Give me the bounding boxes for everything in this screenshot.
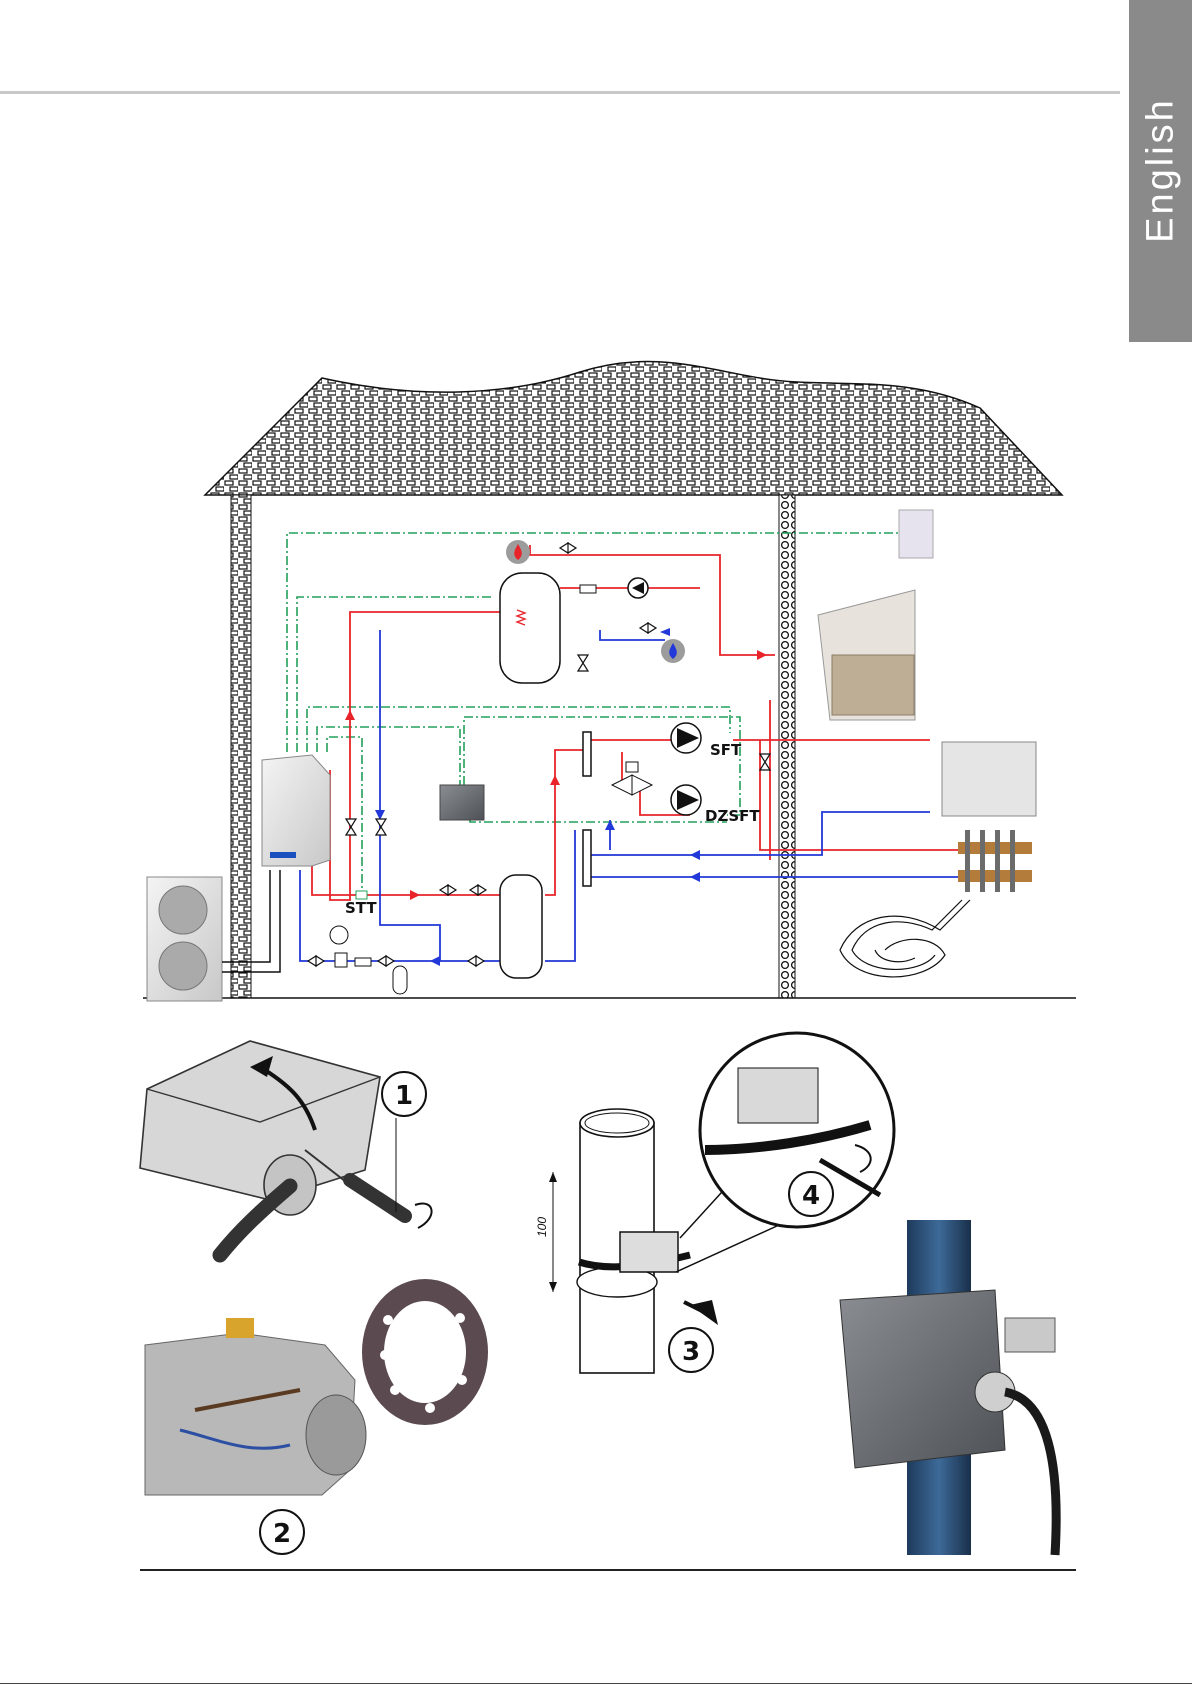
interior-wall [779, 495, 795, 998]
floor-heating-loop [840, 900, 970, 977]
svg-text:2: 2 [273, 1519, 291, 1549]
svg-text:4: 4 [802, 1181, 820, 1211]
separator-bottom [583, 830, 591, 886]
dhw-tank [500, 573, 560, 683]
dimension-label: 100 [535, 1217, 549, 1237]
sensor-sft-label: SFT [710, 741, 742, 759]
floor-manifold [958, 830, 1032, 892]
expansion-gauge [330, 926, 348, 944]
step3-badge: 3 [669, 1328, 713, 1372]
roof [205, 362, 1062, 495]
sensor-dzsft-label: DZSFT [705, 807, 760, 825]
pump-lower [671, 785, 701, 815]
buffer-tank [500, 875, 542, 978]
separator-top [583, 732, 591, 776]
left-wall [231, 495, 251, 998]
sensor-stt-label: STT [345, 899, 377, 917]
step1-housing-illustration [140, 1041, 432, 1255]
wash-basin [818, 590, 915, 720]
step4-badge: 4 [789, 1172, 833, 1216]
svg-text:1: 1 [395, 1081, 413, 1111]
step1-badge: 1 [382, 1072, 426, 1116]
radiator [942, 742, 1036, 816]
expansion-vessel [393, 966, 407, 994]
step2-badge: 2 [260, 1510, 304, 1554]
mounted-sensor-photo [840, 1220, 1056, 1555]
room-thermostat [899, 510, 933, 558]
footer-rule [0, 1683, 1192, 1684]
pump-dhw [628, 578, 648, 598]
step2-open-housing-photo [145, 1318, 366, 1495]
indoor-unit [262, 755, 330, 866]
step4-detail-zoom [676, 1033, 894, 1272]
pump-upper [671, 723, 701, 753]
flow-arrows [345, 628, 767, 966]
perforated-clamp-band [373, 1290, 477, 1414]
cold-water-drop-icon [661, 639, 685, 663]
svg-text:3: 3 [682, 1337, 700, 1367]
hot-water-drop-icon [506, 540, 530, 564]
mixing-valve [612, 762, 652, 795]
outdoor-unit [147, 870, 280, 1001]
bottom-rule [140, 1569, 1076, 1571]
zone-controller [440, 785, 484, 820]
